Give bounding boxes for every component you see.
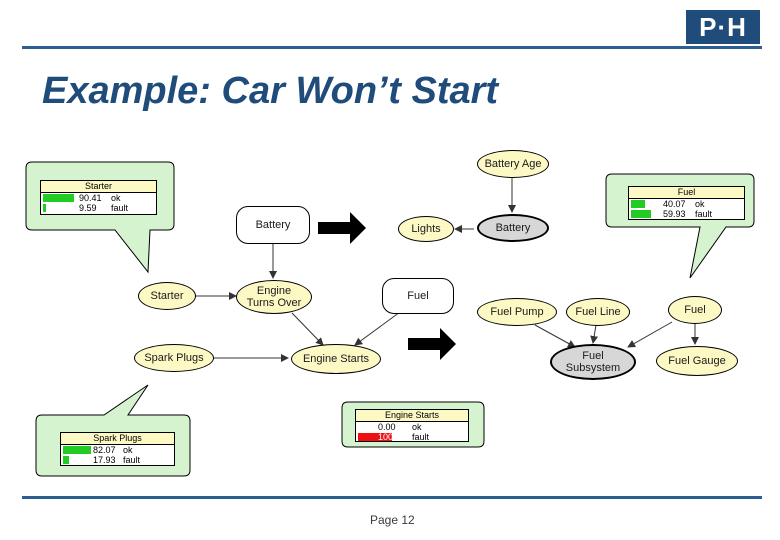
fuel-row-fault: 59.93 fault bbox=[629, 209, 744, 219]
fuel-value-fault: 59.93 bbox=[663, 209, 686, 219]
spark-plugs-value-fault: 17.93 bbox=[93, 455, 116, 465]
slide-title: Example: Car Won’t Start bbox=[42, 70, 499, 112]
spark-plugs-row-ok: 82.07 ok bbox=[61, 445, 174, 455]
starter-bar-ok bbox=[43, 194, 74, 202]
engine-starts-row-ok: 0.00 ok bbox=[356, 422, 468, 432]
edge-fuel-engine-starts bbox=[354, 311, 401, 346]
edge-fuel-fuel-subsystem bbox=[627, 321, 673, 348]
company-logo: P·H bbox=[686, 10, 760, 44]
starter-state-fault: fault bbox=[111, 203, 129, 213]
fuel-box-title: Fuel bbox=[629, 187, 744, 199]
spark-plugs-state-fault: fault bbox=[123, 455, 141, 465]
fuel-bar-ok bbox=[631, 200, 645, 208]
spark-plugs-row-fault: 17.93 fault bbox=[61, 455, 174, 465]
node-fuel-source: Fuel bbox=[668, 296, 722, 324]
node-fuel-pump: Fuel Pump bbox=[477, 298, 557, 326]
fuel-state-fault: fault bbox=[695, 209, 713, 219]
starter-bar-fault bbox=[43, 204, 46, 212]
starter-row-ok: 90.41 ok bbox=[41, 193, 156, 203]
starter-probability-box: Starter 90.41 ok 9.59 fault bbox=[40, 180, 157, 215]
starter-callout-bubble bbox=[25, 161, 175, 274]
equivalence-arrow-fuel bbox=[408, 328, 456, 360]
page-number: Page 12 bbox=[370, 513, 415, 527]
engine-starts-state-fault: fault bbox=[412, 432, 430, 442]
spark-plugs-bar-ok bbox=[63, 446, 91, 454]
node-spark-plugs: Spark Plugs bbox=[134, 344, 214, 372]
fuel-probability-box: Fuel 40.07 ok 59.93 fault bbox=[628, 186, 745, 220]
node-lights: Lights bbox=[398, 216, 454, 242]
edge-fuel-line-fuel-subsystem bbox=[590, 324, 599, 344]
starter-box-title: Starter bbox=[41, 181, 156, 193]
engine-starts-bar-fault bbox=[358, 433, 392, 441]
fuel-value-ok: 40.07 bbox=[663, 199, 686, 209]
node-fuel-subsystem: Fuel Subsystem bbox=[550, 344, 636, 380]
node-starter: Starter bbox=[138, 282, 196, 310]
engine-starts-value-fault: 100.00 bbox=[378, 432, 406, 442]
engine-starts-value-ok: 0.00 bbox=[378, 422, 396, 432]
node-battery-age: Battery Age bbox=[477, 150, 549, 178]
starter-value-fault: 9.59 bbox=[79, 203, 97, 213]
fuel-row-ok: 40.07 ok bbox=[629, 199, 744, 209]
edge-engine-turns-over-engine-starts bbox=[291, 312, 324, 346]
footer-rule bbox=[22, 496, 762, 499]
spark-plugs-state-ok: ok bbox=[123, 445, 133, 455]
engine-starts-state-ok: ok bbox=[412, 422, 422, 432]
engine-starts-probability-box: Engine Starts 0.00 ok 100.00 fault bbox=[355, 409, 469, 442]
node-battery: Battery bbox=[236, 206, 310, 244]
edge-fuel-pump-fuel-subsystem bbox=[534, 324, 576, 348]
node-fuel: Fuel bbox=[382, 278, 454, 314]
node-engine-turns-over: Engine Turns Over bbox=[236, 280, 312, 314]
fuel-state-ok: ok bbox=[695, 199, 705, 209]
header-rule bbox=[22, 46, 762, 49]
node-battery-subsystem: Battery bbox=[477, 214, 549, 242]
starter-value-ok: 90.41 bbox=[79, 193, 102, 203]
spark-plugs-probability-box: Spark Plugs 82.07 ok 17.93 fault bbox=[60, 432, 175, 466]
engine-starts-row-fault: 100.00 fault bbox=[356, 432, 468, 442]
starter-row-fault: 9.59 fault bbox=[41, 203, 156, 213]
spark-plugs-bar-fault bbox=[63, 456, 69, 464]
node-engine-starts: Engine Starts bbox=[291, 344, 381, 374]
node-fuel-gauge: Fuel Gauge bbox=[656, 346, 738, 376]
spark-plugs-value-ok: 82.07 bbox=[93, 445, 116, 455]
starter-state-ok: ok bbox=[111, 193, 121, 203]
equivalence-arrow-battery bbox=[318, 212, 366, 244]
fuel-bar-fault bbox=[631, 210, 651, 218]
engine-starts-box-title: Engine Starts bbox=[356, 410, 468, 422]
spark-plugs-box-title: Spark Plugs bbox=[61, 433, 174, 445]
node-fuel-line: Fuel Line bbox=[566, 298, 630, 326]
